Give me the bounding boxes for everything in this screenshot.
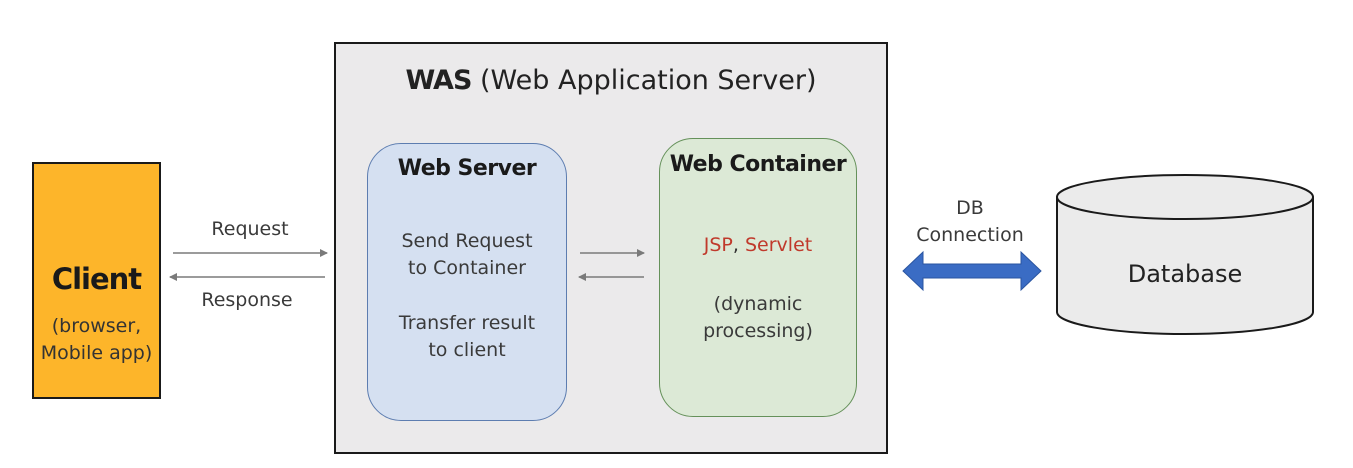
database-label: Database — [1127, 260, 1243, 288]
servlet-label: Servlet — [744, 234, 813, 256]
jsp-label: JSP — [703, 234, 733, 256]
web-server-text-line3: Transfer result — [398, 312, 536, 334]
response-label: Response — [201, 289, 293, 311]
jsp-servlet-line: JSP, Servlet — [659, 234, 857, 256]
client-title: Client — [51, 262, 142, 296]
web-container-text-line1: (dynamic — [713, 293, 803, 315]
client-subtitle-line2: Mobile app) — [40, 342, 153, 364]
was-title: WAS (Web Application Server) — [334, 65, 888, 96]
was-title-abbr: WAS — [405, 65, 472, 96]
web-server-text-line2: to Container — [408, 257, 526, 279]
client-subtitle-line1: (browser, — [51, 315, 142, 337]
db-connection-label-line1: DB — [956, 197, 984, 219]
db-connection-label-line2: Connection — [916, 224, 1024, 246]
request-label: Request — [211, 218, 289, 240]
client-subtitle: (browser, Mobile app) — [32, 313, 161, 367]
web-server-text-line4: to client — [428, 339, 506, 361]
db-connection-arrow — [902, 250, 1042, 292]
web-server-text-line1: Send Request — [401, 230, 533, 252]
was-title-full: (Web Application Server) — [480, 65, 817, 96]
web-server-box — [367, 143, 567, 421]
web-container-text-line2: processing) — [703, 320, 813, 342]
web-container-box — [659, 138, 857, 417]
client-box — [32, 162, 161, 399]
web-server-title: Web Server — [397, 156, 537, 181]
web-container-title: Web Container — [669, 152, 847, 177]
jsp-separator: , — [732, 234, 739, 256]
database-cylinder — [1056, 174, 1314, 335]
